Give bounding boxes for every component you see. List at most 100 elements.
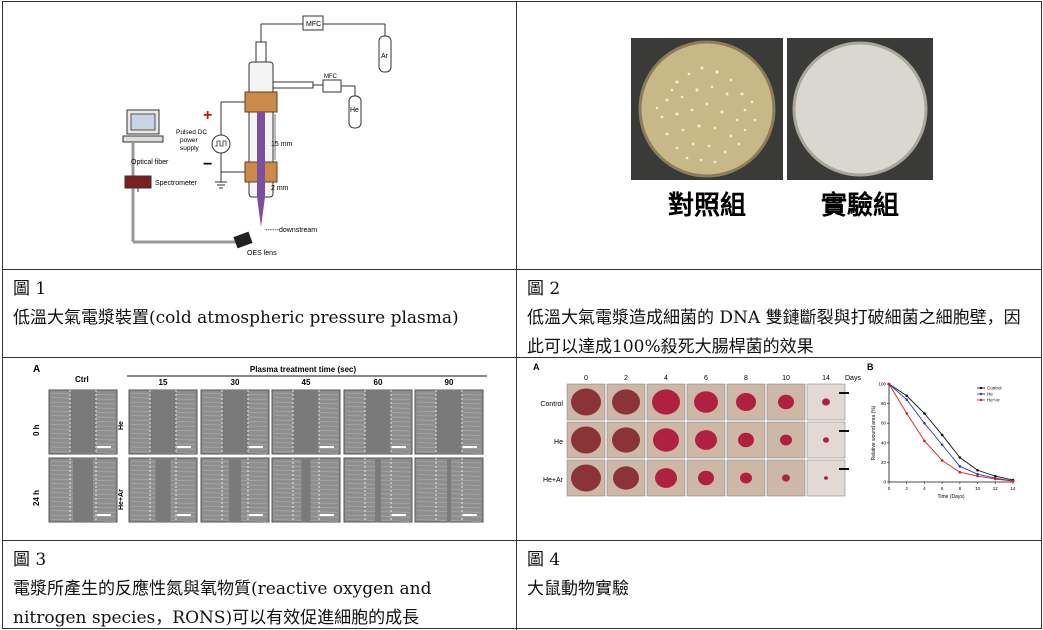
- scratch-gap: [222, 390, 248, 454]
- fig2-number: 圖 2: [527, 279, 561, 299]
- group-control: Control: [540, 401, 563, 408]
- scratch-gap: [375, 458, 381, 522]
- legend-marker: [979, 386, 983, 390]
- time-60: 60: [374, 378, 383, 387]
- scale-bar: [97, 514, 111, 516]
- data-point: [923, 439, 926, 443]
- data-point: [887, 382, 891, 386]
- data-point: [976, 474, 979, 478]
- wound-spot: [824, 476, 828, 480]
- wound-spot: [612, 389, 640, 415]
- ctrl-label: Ctrl: [75, 375, 89, 384]
- gas-he: He: [118, 421, 125, 430]
- data-point: [976, 472, 979, 476]
- day-6: 6: [704, 375, 708, 382]
- day-14: 14: [822, 375, 830, 382]
- data-point: [905, 398, 909, 401]
- y-tick-label: 20: [881, 460, 887, 465]
- gas-he-ar: He+Ar: [118, 489, 125, 510]
- wound-spot: [698, 470, 714, 486]
- time-15: 15: [159, 378, 168, 387]
- downstream-label: ------downstream: [265, 227, 317, 234]
- fig4-image-cell: A B 0 2 4 6 8 10 14 Days Control He He+A…: [517, 358, 1041, 541]
- control-dish: [638, 40, 776, 178]
- day-8: 8: [744, 375, 748, 382]
- fig2-caption-cell: 圖 2 低溫大氣電漿造成細菌的 DNA 雙鏈斷裂與打破細菌之細胞壁，因此可以達成…: [517, 270, 1041, 358]
- wound-photo: [726, 383, 766, 421]
- day-2: 2: [624, 375, 628, 382]
- day-4: 4: [664, 375, 668, 382]
- fig4-panel-b: B: [867, 362, 874, 372]
- scale-bar: [392, 514, 406, 516]
- pulse-wave-icon: [215, 140, 227, 147]
- y-tick-label: 60: [881, 421, 887, 426]
- power-supply-icon: [211, 134, 231, 154]
- power-label-1: Pulsed DC: [176, 129, 207, 136]
- fig4-number: 圖 4: [527, 550, 561, 570]
- plasma-column: [257, 112, 265, 197]
- scratch-gap: [293, 390, 319, 454]
- scale-bar: [320, 446, 334, 448]
- experiment-group-label: 實驗組: [821, 190, 899, 221]
- fig1-caption: 低溫大氣電漿裝置(cold atmospheric pressure plasm…: [13, 308, 459, 328]
- x-tick-label: 6: [941, 486, 944, 491]
- ar-label: Ar: [381, 53, 389, 60]
- fig1-image-cell: MFC Ar MFC He: [3, 2, 517, 270]
- x-tick-label: 14: [1010, 486, 1016, 491]
- cell-migration-micrographs: A Ctrl Plasma treatment time (sec) 15 30…: [32, 364, 487, 523]
- plus-sign: +: [203, 107, 212, 124]
- fig3-caption-cell: 圖 3 電漿所產生的反應性氮與氧物質(reactive oxygen and n…: [3, 541, 517, 630]
- y-tick-label: 100: [878, 382, 886, 387]
- scale-bar: [177, 514, 191, 516]
- scale-bar: [249, 514, 263, 516]
- wound-spot: [612, 427, 640, 453]
- x-tick-label: 2: [905, 486, 908, 491]
- scratch-gap: [150, 390, 176, 454]
- fig4-caption-cell: 圖 4 大鼠動物實驗: [517, 541, 1041, 630]
- control-group-label: 對照組: [668, 190, 746, 221]
- wound-spot: [736, 393, 756, 411]
- data-point: [976, 468, 979, 472]
- data-point: [993, 477, 997, 481]
- data-point: [905, 412, 909, 415]
- scratch-gap: [155, 458, 171, 522]
- fig3-panel-label: A: [33, 364, 40, 375]
- micrograph-grid: [48, 389, 484, 523]
- x-tick-label: 12: [993, 486, 999, 491]
- plasma-jet: [257, 197, 265, 227]
- day-0: 0: [584, 375, 588, 382]
- group-he-ar: He+Ar: [543, 477, 564, 484]
- scratch-gap: [365, 390, 391, 454]
- he-cylinder: [348, 95, 362, 129]
- fig2-caption: 低溫大氣電漿造成細菌的 DNA 雙鏈斷裂與打破細菌之細胞壁，因此可以達成100%…: [527, 308, 1021, 357]
- x-tick-label: 0: [888, 486, 891, 491]
- x-tick-label: 4: [923, 486, 926, 491]
- row-0h: 0 h: [32, 424, 41, 436]
- scratch-gap: [301, 458, 311, 522]
- wound-spot: [694, 391, 718, 413]
- scratch-gap: [73, 458, 93, 522]
- scale-bar: [839, 468, 849, 470]
- scale-bar: [463, 446, 477, 448]
- electrode-upper: [244, 91, 278, 113]
- data-point: [1011, 479, 1015, 483]
- fig3-caption: 電漿所產生的反應性氮與氧物質(reactive oxygen and nitro…: [13, 579, 432, 628]
- oes-lens-icon: [233, 231, 253, 249]
- he-label: He: [350, 107, 359, 114]
- wound-spot: [571, 464, 601, 492]
- wound-photo-grid: [566, 383, 849, 497]
- wound-spot: [782, 474, 790, 482]
- petri-dish-photo: 對照組 實驗組: [631, 38, 933, 221]
- data-point: [940, 443, 944, 447]
- scale-bar: [249, 446, 263, 448]
- y-tick-label: 0: [883, 480, 886, 485]
- data-point: [923, 412, 926, 415]
- optical-fiber-label: Optical fiber: [131, 159, 169, 166]
- data-point: [940, 433, 944, 437]
- group-he: He: [554, 439, 563, 446]
- mfc-top-label: MFC: [306, 21, 321, 28]
- spectrometer-label: Spectrometer: [155, 180, 198, 187]
- power-label-2: power: [180, 137, 199, 144]
- day-10: 10: [782, 375, 790, 382]
